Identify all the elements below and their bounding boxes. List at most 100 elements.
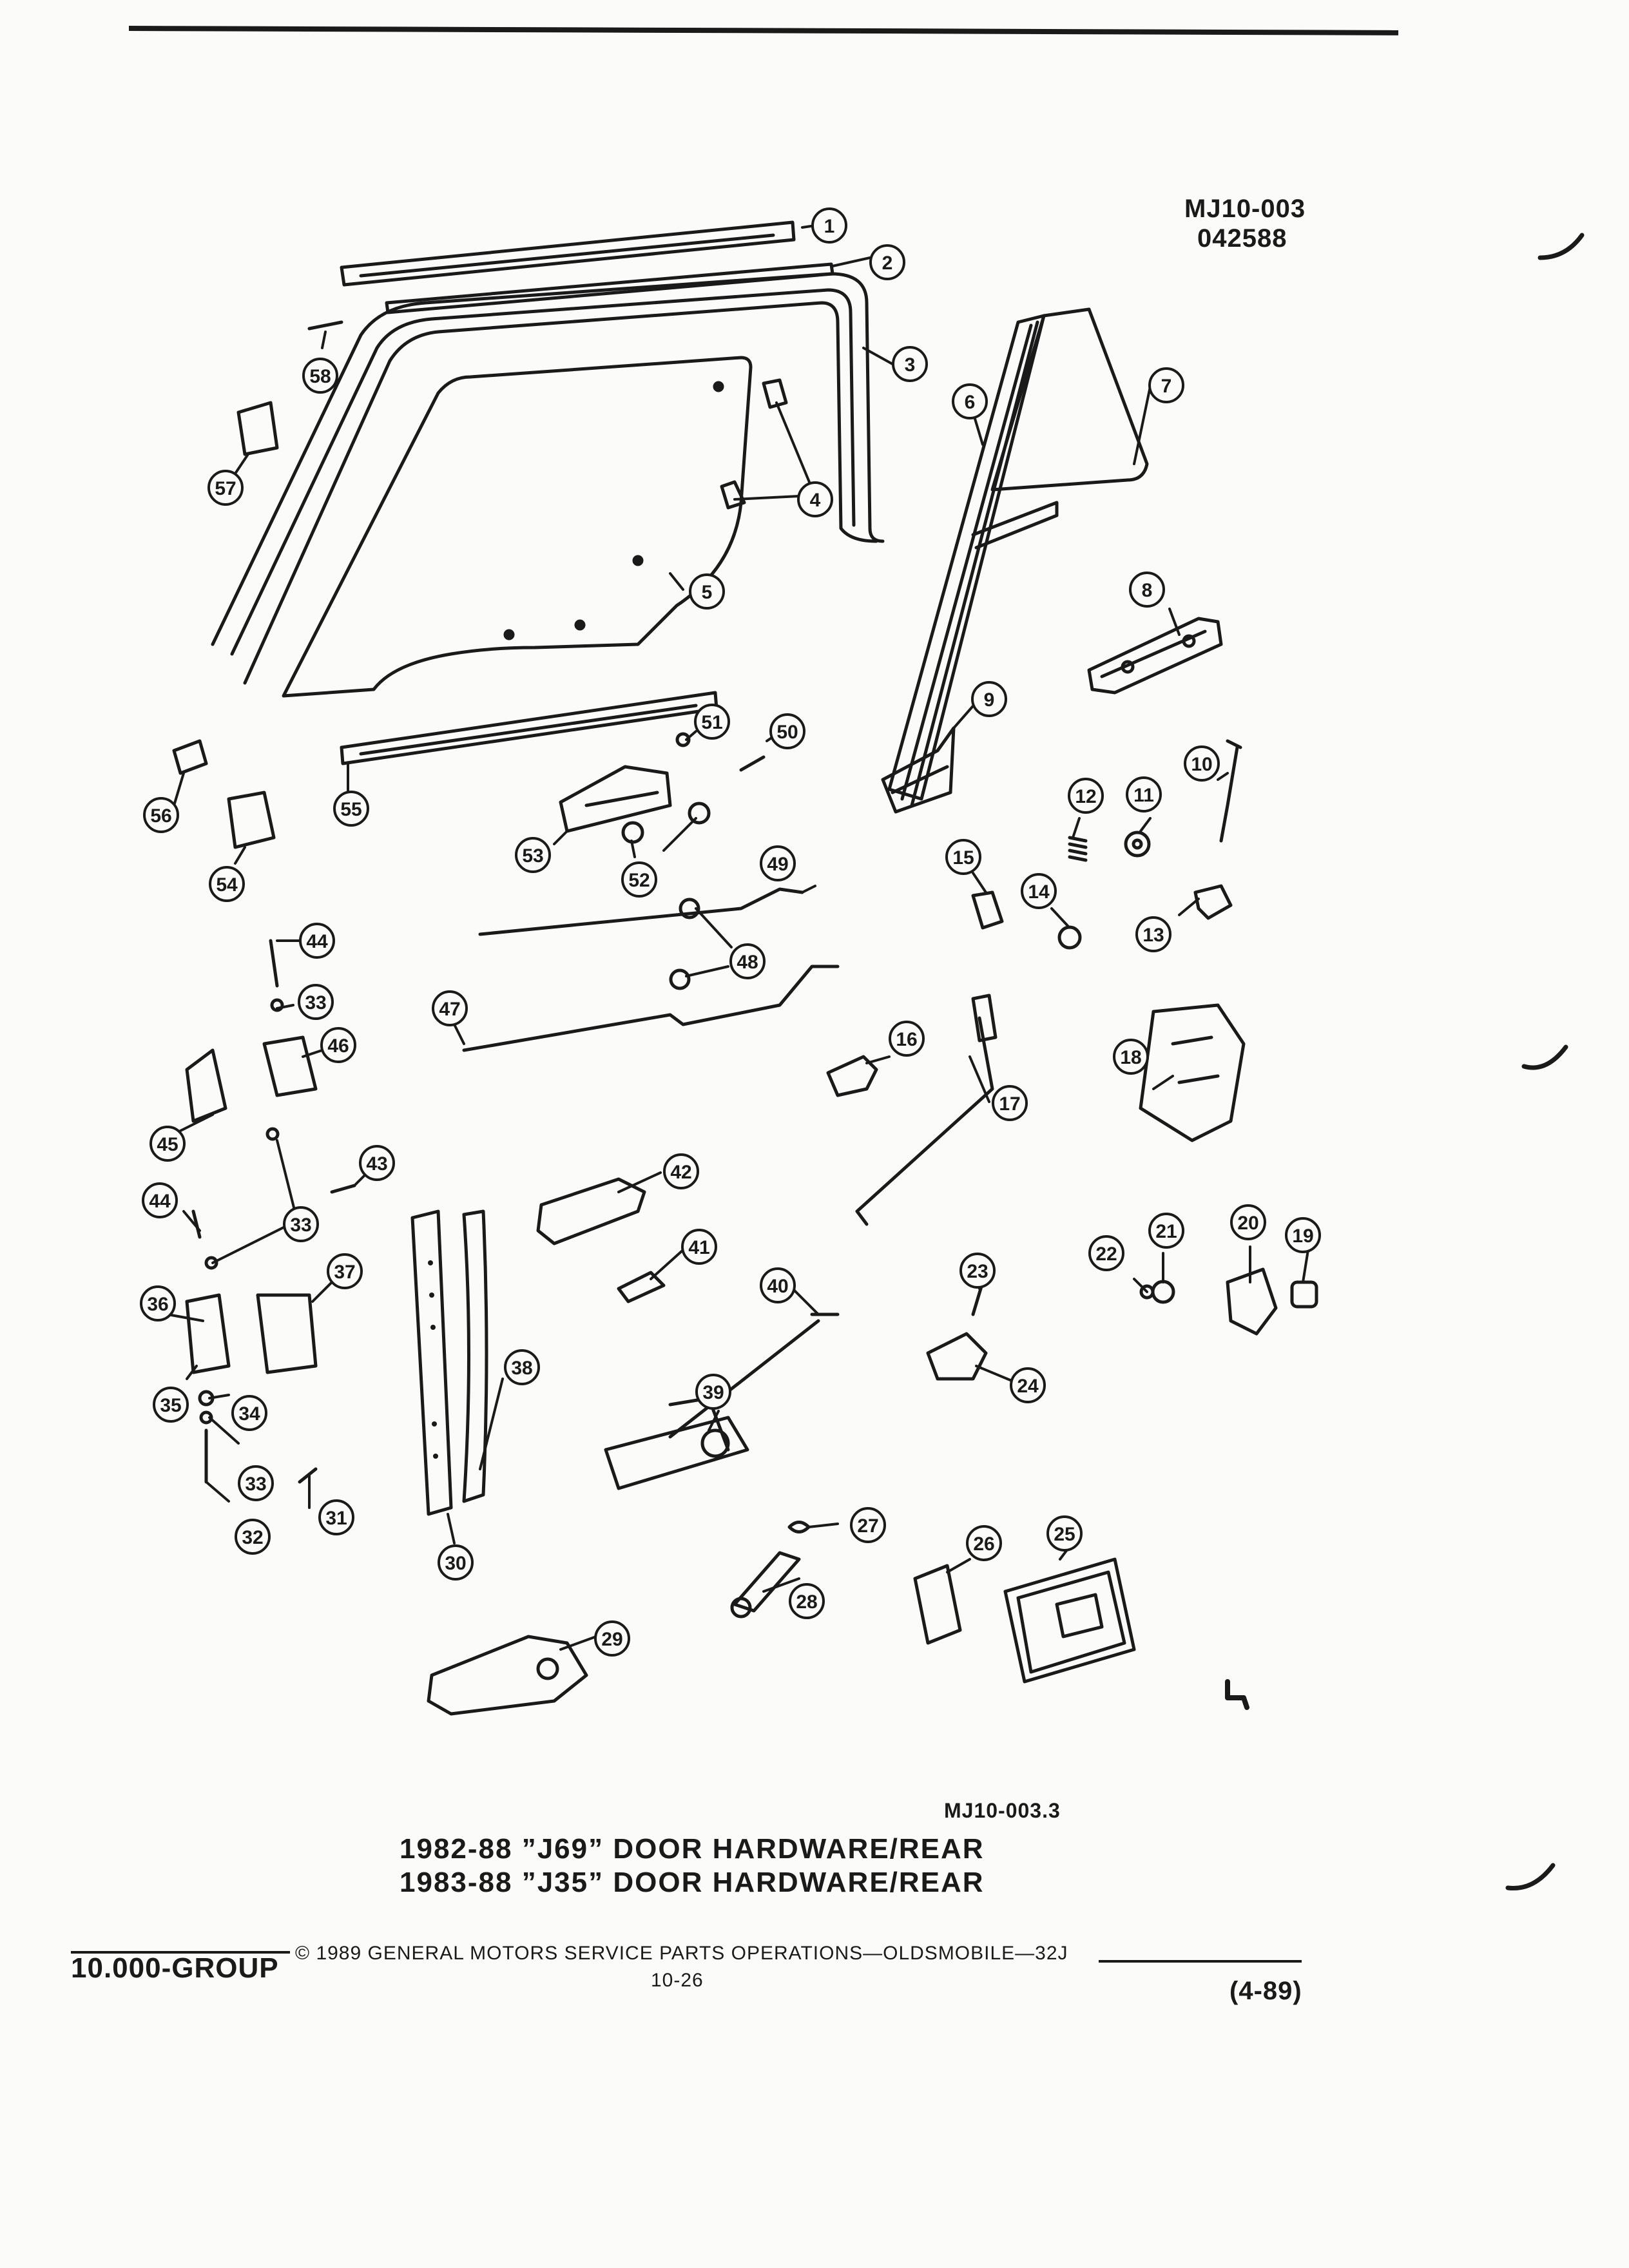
part-1-upper-molding (340, 220, 796, 287)
margin-marks (1505, 233, 1585, 1891)
callout-50: 50 (769, 713, 805, 749)
svg-text:19: 19 (1292, 1225, 1313, 1247)
callout-15: 15 (945, 839, 981, 875)
callout-18: 18 (1113, 1039, 1149, 1075)
svg-text:3: 3 (905, 354, 916, 376)
reference-code: MJ10-003 (1184, 195, 1306, 223)
svg-text:9: 9 (984, 689, 995, 711)
part-30-rear-channel (410, 1209, 453, 1516)
callout-1: 1 (811, 207, 847, 244)
svg-text:11: 11 (1133, 785, 1154, 806)
diagram-title-1: 1982-88 ”J69” DOOR HARDWARE/REAR (400, 1833, 985, 1865)
part-55-belt-strip (340, 691, 718, 765)
callout-46: 46 (320, 1027, 356, 1063)
part-58-bolt (307, 320, 343, 331)
callout-26: 26 (966, 1525, 1002, 1561)
svg-text:20: 20 (1237, 1213, 1258, 1234)
svg-text:26: 26 (973, 1533, 994, 1555)
callout-51: 51 (694, 704, 730, 740)
callout-35: 35 (153, 1387, 189, 1423)
part-29-window-motor (427, 1635, 588, 1716)
part-26-switch (913, 1564, 962, 1645)
callout-7: 7 (1148, 367, 1184, 403)
svg-text:23: 23 (967, 1261, 988, 1282)
callout-12: 12 (1068, 778, 1104, 814)
svg-text:10: 10 (1191, 754, 1212, 775)
part-38-channel (462, 1209, 488, 1503)
figure-code: MJ10-003.3 (944, 1799, 1061, 1822)
svg-text:57: 57 (215, 478, 236, 499)
callout-33-b: 33 (283, 1206, 319, 1242)
footer-rule (1099, 1960, 1302, 1963)
copyright-line: © 1989 GENERAL MOTORS SERVICE PARTS OPER… (295, 1943, 1068, 1964)
svg-text:7: 7 (1161, 376, 1172, 397)
callout-bubbles: 1 2 3 4 5 6 7 8 9 10 11 12 13 14 15 16 1… (140, 207, 1321, 1657)
svg-text:40: 40 (767, 1276, 788, 1297)
callout-33-a: 33 (298, 984, 334, 1020)
callout-17: 17 (992, 1085, 1028, 1121)
svg-text:37: 37 (334, 1262, 355, 1283)
callout-40: 40 (760, 1267, 796, 1303)
part-36-hinge (185, 1293, 231, 1374)
part-16-clip (826, 1055, 878, 1097)
svg-text:31: 31 (325, 1508, 347, 1529)
part-50-screw (739, 755, 766, 772)
callout-2: 2 (869, 244, 905, 280)
svg-text:48: 48 (737, 952, 758, 973)
svg-text:39: 39 (702, 1382, 724, 1403)
svg-text:43: 43 (366, 1153, 387, 1175)
callout-47: 47 (432, 990, 468, 1026)
svg-text:33: 33 (245, 1474, 266, 1495)
callout-19: 19 (1285, 1217, 1321, 1253)
group-rule (71, 1951, 290, 1954)
part-11-nut (1124, 831, 1151, 858)
part-48-rod-clips (669, 898, 700, 990)
part-45-hinge (185, 1048, 227, 1123)
part-44-bolts (191, 939, 279, 1239)
callout-5: 5 (689, 573, 725, 610)
callout-25: 25 (1046, 1515, 1083, 1552)
callout-45: 45 (149, 1126, 186, 1162)
part-42-inside-handle (536, 1177, 646, 1245)
svg-text:55: 55 (340, 799, 361, 820)
svg-text:41: 41 (688, 1237, 709, 1258)
callout-16: 16 (889, 1021, 925, 1057)
part-28-window-crank (730, 1551, 801, 1619)
svg-text:13: 13 (1142, 925, 1164, 946)
svg-text:42: 42 (670, 1162, 691, 1183)
scribble-mark (1225, 1679, 1249, 1710)
part-14-bushing (1057, 925, 1082, 950)
part-20-retainer (1226, 1267, 1278, 1336)
svg-text:32: 32 (242, 1527, 263, 1548)
callout-22: 22 (1088, 1235, 1124, 1271)
part-22-gasket (1139, 1284, 1155, 1300)
part-19-cap (1290, 1280, 1318, 1309)
svg-text:33: 33 (305, 992, 326, 1014)
leader-lines (166, 224, 1309, 1651)
part-47-rod (462, 965, 840, 1052)
part-52-bushings (621, 802, 711, 844)
callout-36: 36 (140, 1285, 176, 1321)
part-4-clips (720, 378, 788, 510)
callout-55: 55 (333, 791, 369, 827)
callout-33-c: 33 (238, 1465, 274, 1501)
svg-text:16: 16 (896, 1029, 917, 1050)
svg-text:56: 56 (150, 805, 171, 827)
callout-6: 6 (952, 383, 988, 419)
callout-8: 8 (1129, 572, 1165, 608)
part-31-screw (298, 1467, 318, 1484)
part-21-cylinder (1151, 1280, 1175, 1304)
part-57-striker (236, 401, 279, 456)
callout-49: 49 (760, 845, 796, 881)
callout-43: 43 (359, 1145, 395, 1181)
part-41-actuator (617, 1271, 666, 1303)
svg-text:25: 25 (1054, 1524, 1075, 1545)
svg-text:50: 50 (776, 722, 798, 743)
callout-58: 58 (302, 358, 338, 394)
svg-text:34: 34 (238, 1403, 260, 1425)
part-3-frame-seal (211, 272, 885, 685)
callout-56: 56 (143, 797, 179, 833)
part-5-door-glass (282, 356, 753, 698)
callout-29: 29 (594, 1620, 630, 1657)
